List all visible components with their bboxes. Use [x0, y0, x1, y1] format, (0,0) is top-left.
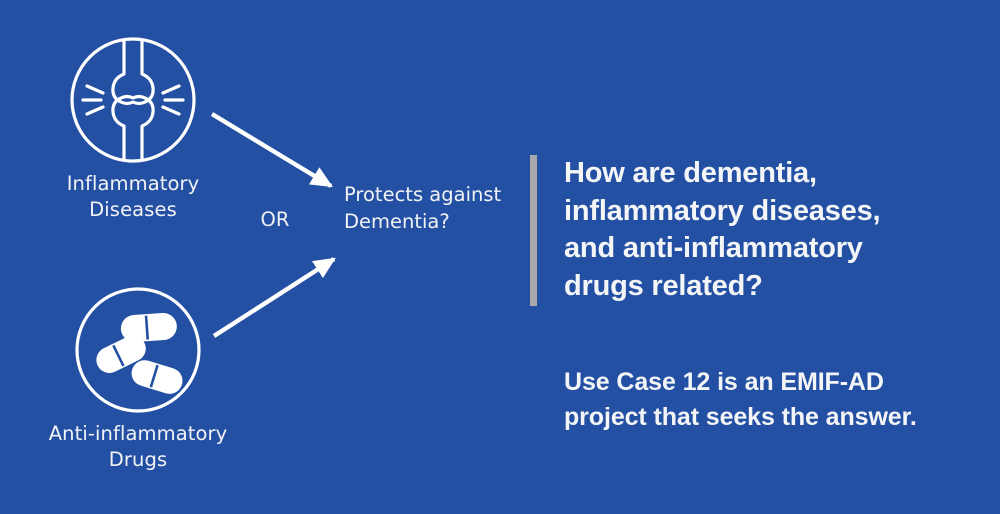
headline-block: How are dementia, inflammatory diseases,…	[530, 155, 881, 306]
outcome-label-protects-against-dementia: Protects against Dementia?	[344, 183, 502, 233]
text-panel: How are dementia, inflammatory diseases,…	[530, 0, 1000, 514]
pills-capsules-icon	[75, 287, 201, 413]
subhead-text: Use Case 12 is an EMIF-AD project that s…	[564, 368, 917, 431]
node-label-inflammatory-diseases: Inflammatory Diseases	[66, 172, 200, 221]
diagram-panel: Inflammatory Diseases	[33, 36, 502, 472]
headline-text: How are dementia, inflammatory diseases,…	[564, 157, 881, 303]
headline-accent-bar	[530, 155, 537, 306]
connector-label-or: OR	[260, 208, 290, 231]
diagram-node-inflammatory-diseases: Inflammatory Diseases	[33, 36, 233, 222]
node-label-anti-inflammatory-drugs: Anti-inflammatory Drugs	[48, 422, 228, 471]
inflamed-joint-icon	[70, 37, 196, 163]
diagram-node-anti-inflammatory-drugs: Anti-inflammatory Drugs	[38, 286, 238, 472]
